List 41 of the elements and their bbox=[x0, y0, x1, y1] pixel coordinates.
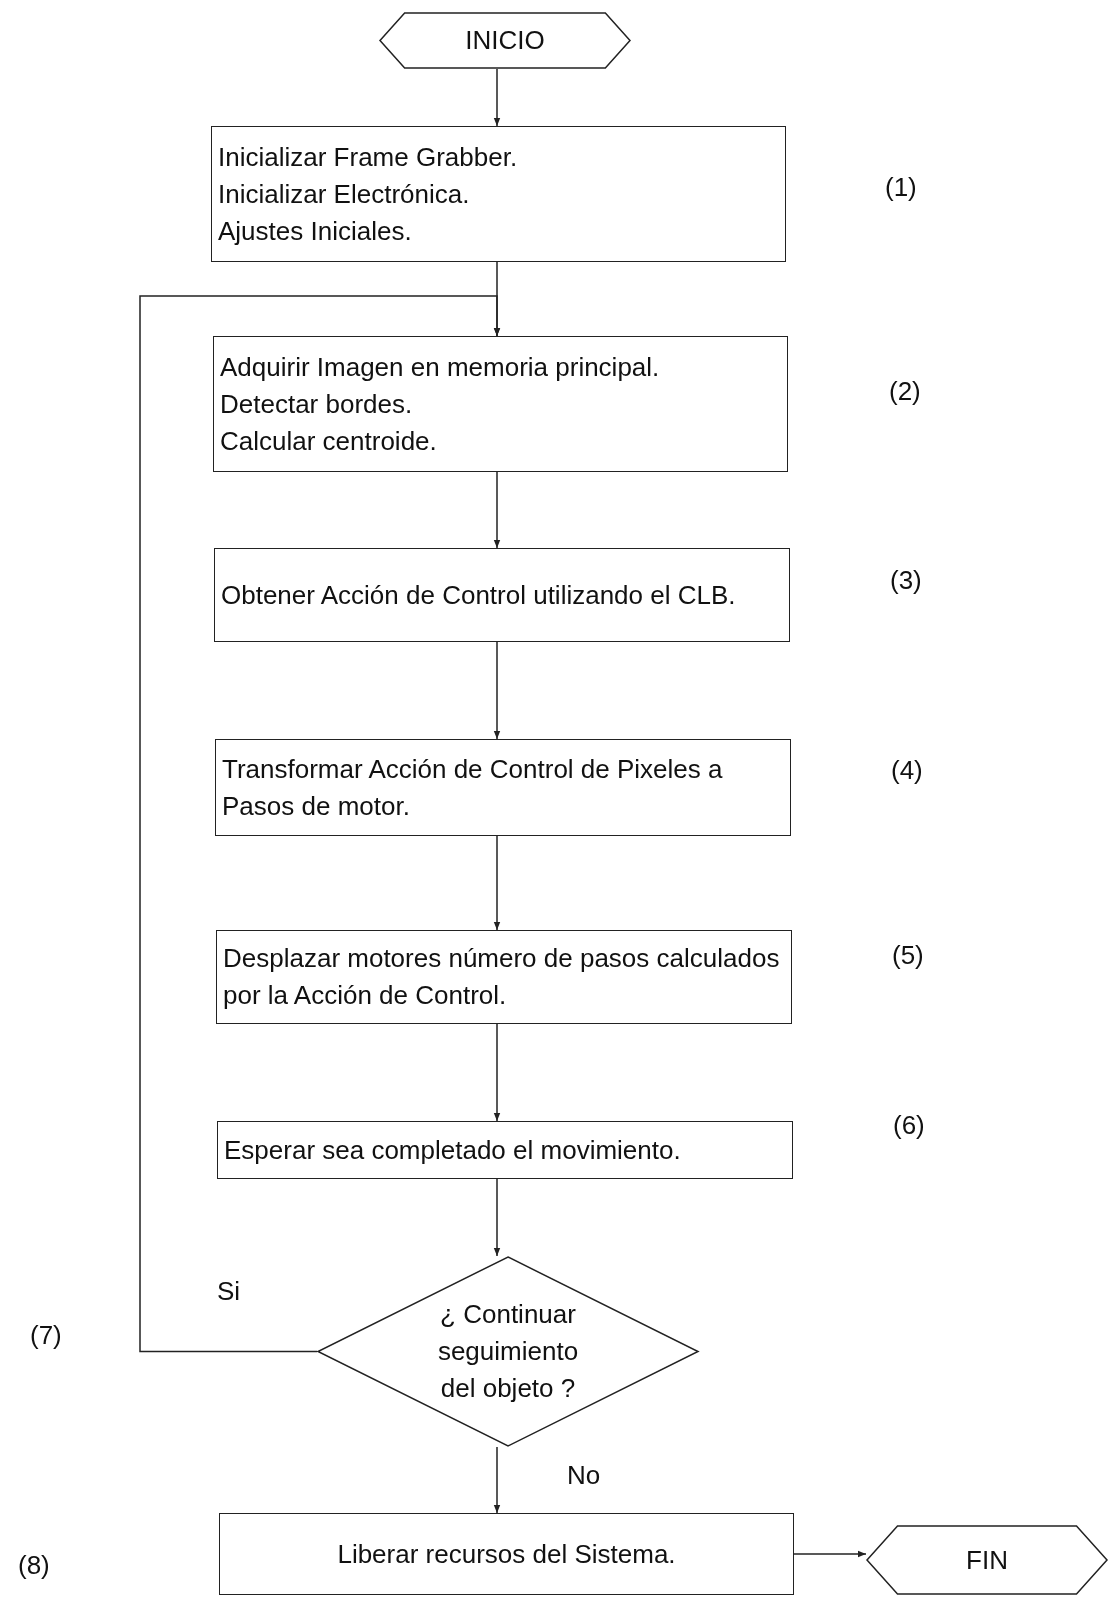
step-text: Adquirir Imagen en memoria principal. bbox=[220, 350, 661, 384]
step-text: Transformar Acción de Control de Pixeles a Pasos de motor. bbox=[222, 752, 724, 823]
step-number: (8) bbox=[18, 1550, 50, 1580]
step-text: Liberar recursos del Sistema. bbox=[337, 1537, 676, 1571]
process-box bbox=[214, 548, 790, 642]
process-box bbox=[216, 930, 792, 1024]
arrow bbox=[493, 641, 501, 740]
step-number: (2) bbox=[889, 376, 921, 406]
step-text: ¿ Continuar seguimiento del objeto ? bbox=[436, 1298, 580, 1405]
arrow bbox=[493, 1446, 501, 1514]
step-text: Obtener Acción de Control utilizando el CLB. bbox=[221, 578, 737, 612]
step-number: (3) bbox=[890, 565, 922, 595]
step-text: Ajustes Iniciales. bbox=[218, 214, 413, 248]
step-number: (1) bbox=[885, 172, 917, 202]
step-text: Esperar sea completado el movimiento. bbox=[224, 1133, 682, 1167]
arrow bbox=[793, 1550, 867, 1558]
arrow bbox=[493, 1023, 501, 1122]
step-number: (5) bbox=[892, 940, 924, 970]
step-text: Inicializar Electrónica. bbox=[218, 177, 471, 211]
arrow bbox=[493, 835, 501, 931]
step-number: (4) bbox=[891, 755, 923, 785]
decision-diamond bbox=[317, 1256, 699, 1447]
arrow bbox=[493, 68, 501, 127]
step-text: Detectar bordes. bbox=[220, 387, 414, 421]
arrow bbox=[139, 295, 501, 1353]
step-number: (7) bbox=[30, 1320, 62, 1350]
process-box bbox=[215, 739, 791, 836]
step-text: Inicializar Frame Grabber. bbox=[218, 140, 519, 174]
process-box bbox=[219, 1513, 794, 1595]
arrow bbox=[493, 1178, 501, 1257]
terminator-shape bbox=[379, 12, 631, 69]
step-text: Calcular centroide. bbox=[220, 424, 438, 458]
step-text: Desplazar motores número de pasos calculados por la Acción de Control. bbox=[223, 942, 781, 1012]
process-box bbox=[213, 336, 788, 472]
step-text: FIN bbox=[966, 1543, 1008, 1577]
arrow bbox=[493, 471, 501, 549]
step-text: INICIO bbox=[465, 24, 545, 57]
process-box bbox=[217, 1121, 793, 1179]
step-number: (6) bbox=[893, 1110, 925, 1140]
terminator-shape bbox=[866, 1525, 1108, 1595]
process-box bbox=[211, 126, 786, 262]
